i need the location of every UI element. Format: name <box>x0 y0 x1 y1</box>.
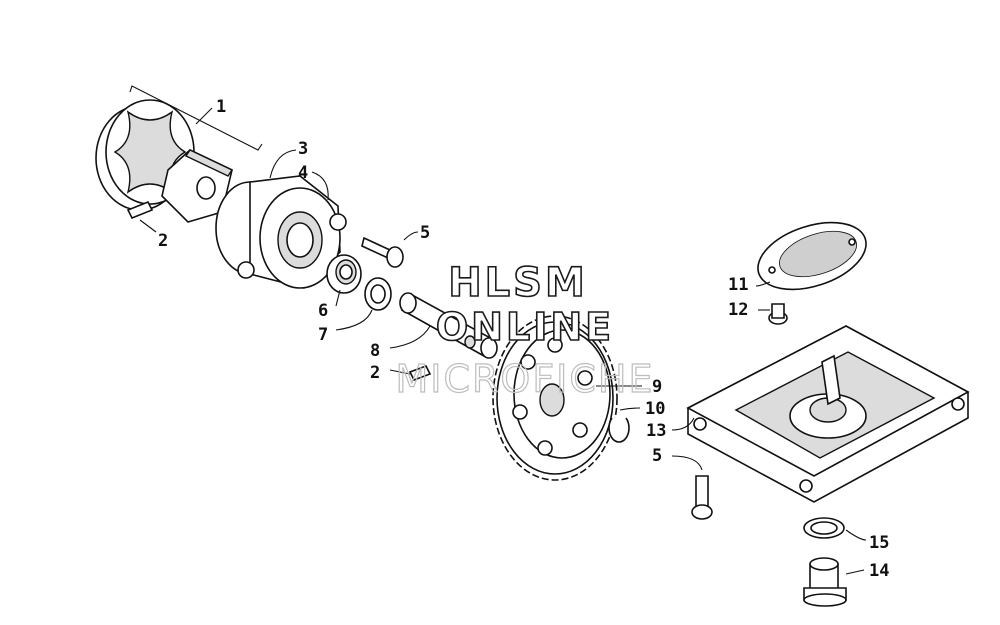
callout-5a: 5 <box>420 223 430 243</box>
callout-7: 7 <box>318 325 328 345</box>
watermark-line-2: ONLINE <box>436 305 614 349</box>
callout-12: 12 <box>728 300 748 320</box>
inner-rotor <box>161 149 234 223</box>
pin-lower <box>408 364 432 382</box>
watermark-line-3: MICROFICHE <box>395 357 654 401</box>
callout-3-leader <box>269 149 297 179</box>
callout-14-leader <box>845 569 865 575</box>
pump-housing <box>215 175 347 289</box>
o-ring <box>803 517 845 539</box>
callout-11: 11 <box>728 275 748 295</box>
screw-upper <box>361 236 404 268</box>
callout-1: 1 <box>216 97 226 117</box>
callout-11-leader <box>755 281 771 287</box>
drive-gear <box>492 315 618 481</box>
watermark: HLSM ONLINE MICROFICHE <box>395 259 654 401</box>
callout-5a-leader <box>403 231 419 241</box>
callout-9: 9 <box>652 377 662 397</box>
callout-1-leader <box>195 107 213 125</box>
screw-lower <box>691 475 713 520</box>
callout-2a-leader <box>139 219 157 233</box>
callout-13-leader <box>671 417 695 431</box>
screen-bolt <box>768 303 788 325</box>
callout-2a: 2 <box>158 231 168 251</box>
drain-plug <box>803 557 847 607</box>
shaft <box>399 292 498 359</box>
callout-14: 14 <box>869 561 889 581</box>
callout-15: 15 <box>869 533 889 553</box>
callout-3: 3 <box>298 139 308 159</box>
callout-5b: 5 <box>652 446 662 466</box>
bearing <box>326 254 362 294</box>
callout-10-leader <box>619 407 641 411</box>
circlip <box>608 417 630 443</box>
callout-15-leader <box>845 529 867 541</box>
callout-4: 4 <box>298 163 308 183</box>
callout-4-leader <box>311 171 329 201</box>
callout-2b: 2 <box>370 363 380 383</box>
callout-5b-leader <box>671 455 703 471</box>
callout-8-leader <box>389 325 431 349</box>
washer <box>364 277 392 311</box>
callout-8: 8 <box>370 341 380 361</box>
callout-7-leader <box>335 309 373 331</box>
oil-pan-cover <box>686 325 970 503</box>
callout-6: 6 <box>318 301 328 321</box>
callout-13: 13 <box>646 421 666 441</box>
callout-10: 10 <box>645 399 665 419</box>
callout-2b-leader <box>389 369 411 375</box>
watermark-line-1: HLSM <box>448 260 588 306</box>
oil-screen <box>757 221 867 291</box>
callout-1-bracket <box>129 85 263 151</box>
pin-left <box>126 200 154 220</box>
callout-6-leader <box>335 289 341 307</box>
